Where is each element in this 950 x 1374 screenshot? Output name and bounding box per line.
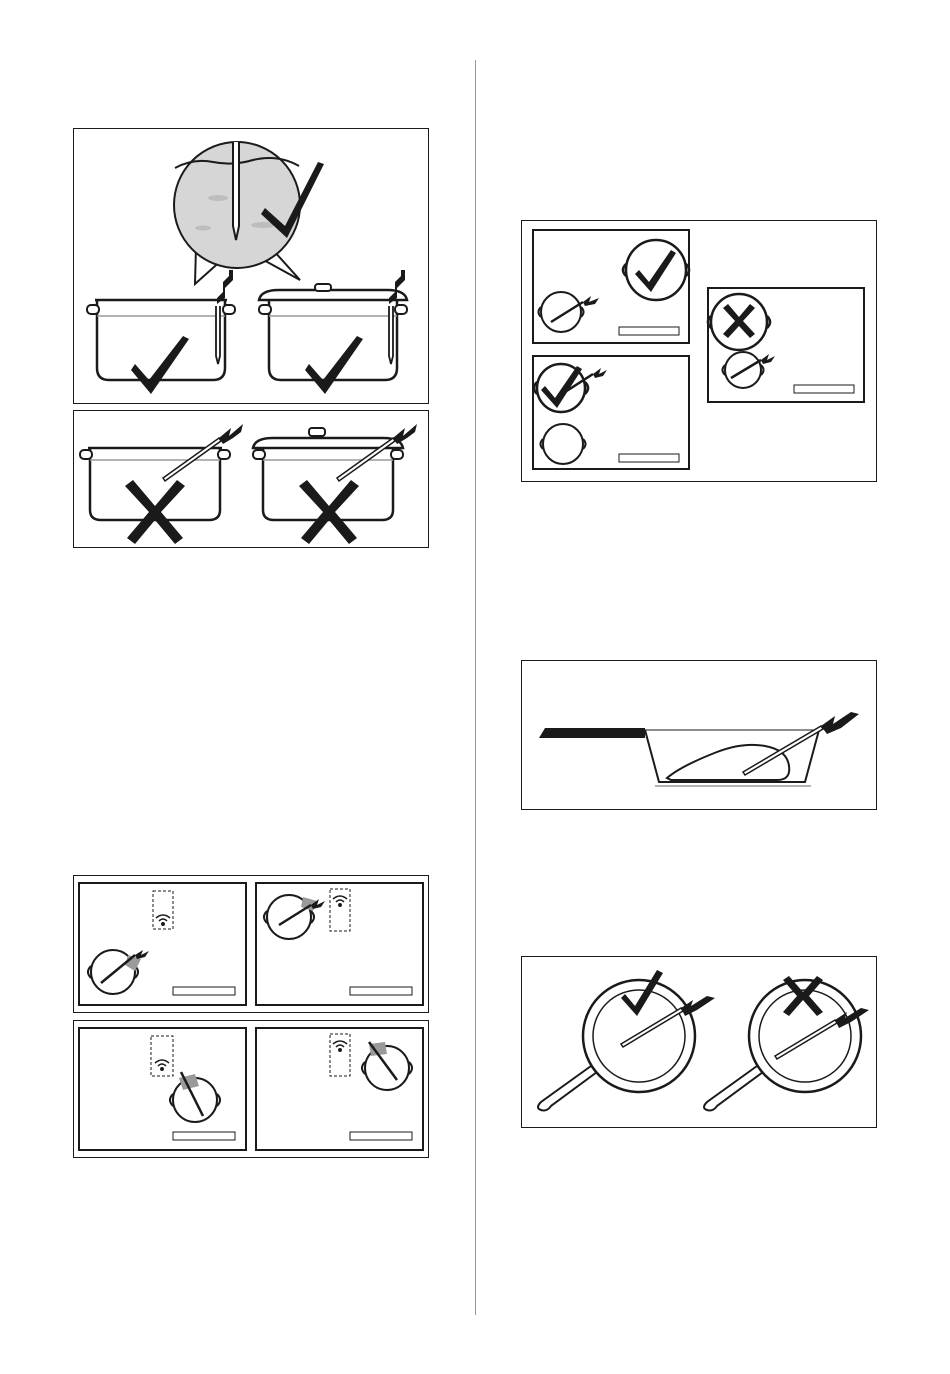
- figure-probe-wifi-position-bottom: [73, 1020, 429, 1158]
- pot-with-lid-icon: [259, 284, 407, 380]
- cooking-zone-icon: [623, 240, 689, 300]
- figure-probe-in-pot-correct: [73, 128, 429, 404]
- figure-probe-in-pan-top-view: [521, 956, 877, 1128]
- probe-icon: [233, 142, 239, 240]
- figure-probe-in-frying-pan: [521, 660, 877, 810]
- figure-probe-wifi-position-top: [73, 875, 429, 1013]
- figure-cooking-zone-selection: [521, 220, 877, 482]
- figure-probe-in-pot-incorrect: [73, 410, 429, 548]
- column-divider: [475, 60, 476, 1315]
